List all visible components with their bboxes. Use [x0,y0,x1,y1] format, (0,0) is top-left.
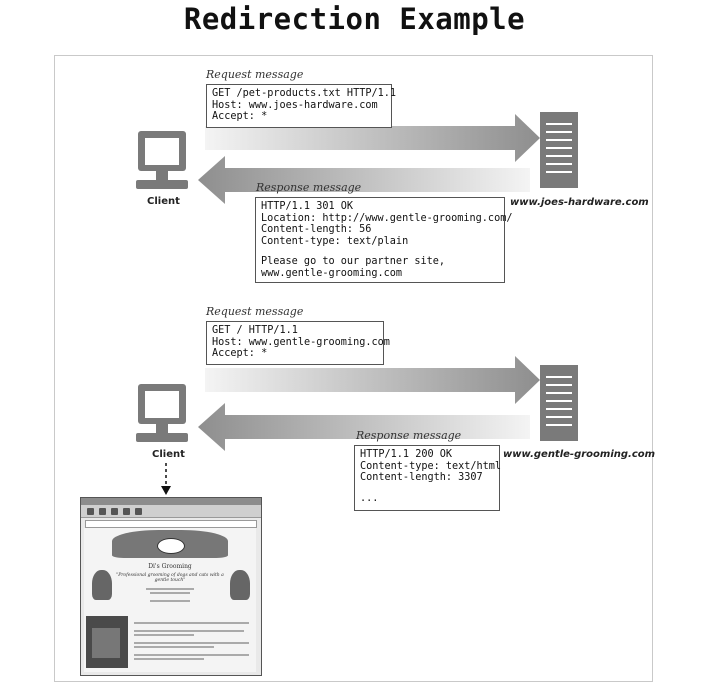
request-line: Accept: * [212,111,268,123]
client-computer-icon-2 [136,384,188,442]
response-message-box-2: HTTP/1.1 200 OK Content-type: text/html … [354,445,502,511]
stop-icon [111,507,118,515]
response-body-line: Please go to our partner site, [261,256,446,268]
client-label-1: Client [147,196,180,207]
request-message-box-2: GET / HTTP/1.1 Host: www.gentle-grooming… [206,321,390,365]
page-heading: Di's Grooming [148,563,192,570]
request-line: Host: www.gentle-grooming.com [212,336,390,348]
response-body-line: www.gentle-grooming.com [261,267,403,279]
server-icon-1 [540,112,578,188]
response-label-1: Response message [256,181,362,194]
response-arrow-1 [198,156,530,204]
body-text-placeholder [134,622,249,624]
response-line: Location: http://www.gentle-grooming.com… [261,212,513,224]
browser-address-bar [85,520,257,528]
dashed-arrow-to-browser [161,463,171,495]
browser-titlebar [81,498,261,505]
body-text-placeholder [134,634,194,636]
body-text-placeholder [134,654,249,656]
response-line: Content-length: 3307 [360,472,483,484]
server-label-2: www.gentle-grooming.com [503,449,656,460]
request-line: GET / HTTP/1.1 [212,325,298,336]
page-tagline: "Professional grooming of dogs and cats … [116,573,224,583]
cat-illustration-right [230,570,250,600]
server-label-1: www.joes-hardware.com [510,197,649,208]
cat-illustration-left [92,570,112,600]
diagram-title: Redirection Example [183,2,526,36]
response-line: Content-type: text/html [360,460,502,472]
address-text-placeholder [146,588,194,590]
response-label-2: Response message [356,429,462,442]
body-text-placeholder [134,646,214,648]
browser-window-screenshot: Di's Grooming "Professional grooming of … [80,497,262,676]
client-computer-icon-1 [136,131,188,189]
client-label-2: Client [152,449,185,460]
address-text-placeholder [150,592,190,594]
request-label-1: Request message [206,68,304,81]
browser-toolbar [81,505,261,518]
request-arrow-2 [205,356,540,404]
response-message-box-1: HTTP/1.1 301 OK Location: http://www.gen… [255,197,513,283]
body-text-placeholder [134,658,204,660]
back-icon [87,507,94,515]
welcome-badge-image [157,538,185,554]
response-line: HTTP/1.1 200 OK [360,449,453,460]
storefront-door [92,628,120,658]
body-text-placeholder [134,642,249,644]
home-icon [135,507,142,515]
server-icon-2 [540,365,578,441]
response-line: Content-length: 56 [261,224,372,236]
refresh-icon [123,507,130,515]
response-arrow-2 [198,403,530,451]
forward-icon [99,507,106,515]
browser-page-content: Di's Grooming "Professional grooming of … [84,528,256,672]
request-line: Accept: * [212,348,268,360]
request-label-2: Request message [206,305,304,318]
request-line: GET /pet-products.txt HTTP/1.1 [212,88,397,99]
response-line: HTTP/1.1 301 OK [261,201,354,212]
body-text-placeholder [134,630,244,632]
request-message-box-1: GET /pet-products.txt HTTP/1.1 Host: www… [206,84,397,128]
request-line: Host: www.joes-hardware.com [212,99,378,111]
response-body-line: ... [360,492,379,504]
address-text-placeholder [150,600,190,602]
response-line: Content-type: text/plain [261,235,409,247]
